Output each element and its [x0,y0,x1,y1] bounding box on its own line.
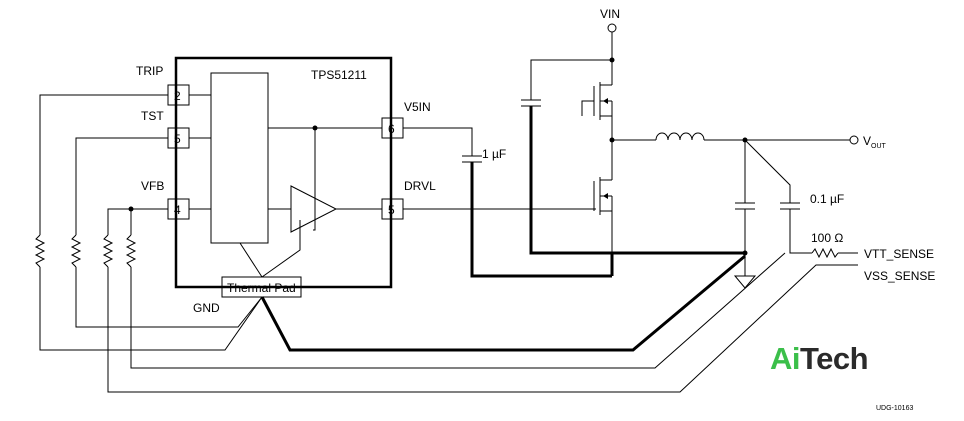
pin-name-trip: TRIP [136,64,163,78]
pin-num-drvl: 5 [388,203,395,217]
wire-trip-ext [39,94,168,235]
buffer-symbol [290,185,338,233]
wire-tst-return [75,267,263,328]
wire-ground-return [260,254,746,352]
wire-vtt-sense-top [744,139,791,203]
pin-name-v5in: V5IN [404,100,431,114]
vss-sense-label: VSS_SENSE [864,269,935,283]
wire-logic-pad [239,242,263,278]
wire-vfb-ext [107,208,168,235]
vin-label: VIN [600,7,620,21]
wire-sense-to-res [789,209,812,254]
wire-buffer-supply [313,128,316,231]
wire-tst-ext [75,137,168,235]
ic-body [174,56,393,289]
inductor [655,132,705,141]
res-sense-label: 100 Ω [811,231,843,245]
cap-v5in-label: 1 µF [482,147,506,161]
resistor-tst [70,234,82,268]
aitech-logo: AiTech [770,341,869,376]
vin-terminal [607,23,617,33]
resistor-vfb-1 [102,234,114,268]
pin-num-vfb: 4 [174,203,181,217]
resistor-vfb-2 [125,234,137,268]
wire-trip-return [39,267,263,351]
resistor-trip [34,234,46,268]
mosfet-high-side [581,60,613,140]
thermal-pad-label: Thermal Pad [227,281,296,295]
ic-part-label: TPS51211 [311,68,367,82]
gnd-label: GND [193,301,220,315]
ground-symbol [733,275,757,289]
wire-input-cap-return [529,106,745,255]
wire-vss-sense [107,264,858,393]
mosfet-low-side [593,140,613,253]
vout-label: VOUT [863,134,887,150]
vtt-sense-label: VTT_SENSE [864,247,934,261]
pin-num-trip: 2 [174,89,181,103]
pin-name-tst: TST [141,109,164,123]
vout-terminal [849,135,859,145]
pin-num-v5in: 6 [388,122,395,136]
pin-num-tst: 5 [174,132,181,146]
wire-vfb-return [130,252,786,369]
pin-name-vfb: VFB [141,179,164,193]
resistor-sense [811,247,839,259]
junction-gnd [742,250,748,256]
diagram-code: UDG-10163 [876,405,913,412]
pin-name-drvl: DRVL [404,179,436,193]
ic-logic-block [210,72,269,244]
wire-vin-cap [530,59,612,100]
wire-buffer-pad [261,220,301,278]
wire-v5in-ext [403,127,473,156]
wire-v5in-cap-return [470,162,612,278]
cap-sense-label: 0.1 µF [810,192,844,206]
